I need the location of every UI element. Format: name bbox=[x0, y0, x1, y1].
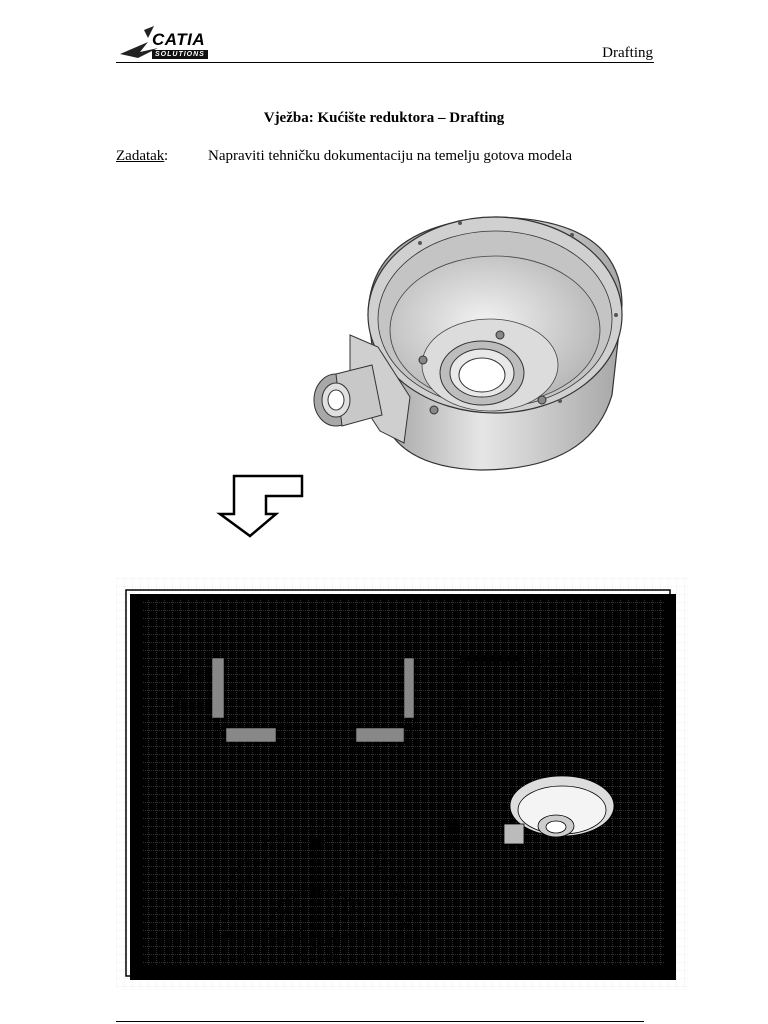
gearbox-housing-3d-image bbox=[313, 216, 623, 471]
technical-drawing-image bbox=[116, 578, 688, 990]
logo-text: CATIA bbox=[152, 30, 206, 49]
arrow-down-icon bbox=[216, 474, 304, 538]
header-divider bbox=[116, 62, 654, 63]
task-label: Zadatak bbox=[116, 148, 165, 164]
task-description: Napraviti tehničku dokumentaciju na teme… bbox=[208, 148, 573, 164]
footer-divider bbox=[116, 1021, 644, 1022]
exercise-title: Vježba: Kućište reduktora – Drafting bbox=[263, 110, 505, 126]
task-colon: : bbox=[164, 148, 169, 164]
catia-logo-icon bbox=[120, 26, 158, 58]
section-title: Drafting bbox=[602, 45, 653, 61]
logo-subtitle: SOLUTIONS bbox=[152, 50, 208, 59]
